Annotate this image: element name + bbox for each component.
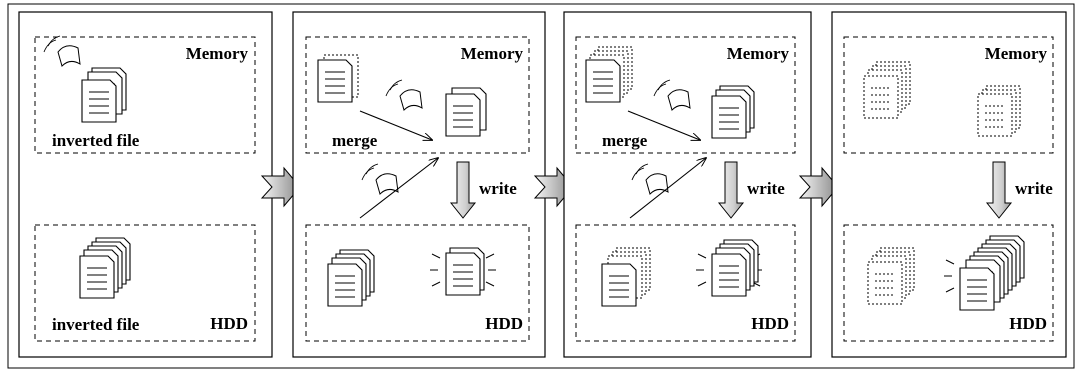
stage-1-memory-box — [34, 36, 256, 154]
stage-3-write-label: write — [747, 179, 785, 198]
document-stack-icon — [317, 54, 359, 103]
stage-4-write-label: write — [1015, 179, 1053, 198]
stage-transition-arrow — [260, 166, 301, 208]
stage-2-memory-box — [305, 36, 530, 154]
write-arrow — [717, 161, 745, 219]
stage-3-memory-label: Memory — [727, 44, 790, 63]
stage-1-hdd-label: HDD — [210, 314, 248, 333]
stage-3-panel: Memory HDD merge write — [563, 11, 812, 358]
stage-2-merge-label: merge — [332, 131, 378, 150]
stage-2-hdd-label: HDD — [485, 314, 523, 333]
document-stack-icon — [711, 85, 755, 139]
stage-2-hdd-box — [305, 224, 530, 342]
stage-transition-arrow — [798, 166, 839, 208]
stage-4-memory-label: Memory — [985, 44, 1048, 63]
document-stack-icon — [445, 87, 487, 137]
stage-3-hdd-label: HDD — [751, 314, 789, 333]
stage-2-memory-label: Memory — [461, 44, 524, 63]
document-stack-icon — [81, 67, 127, 123]
stage-4-hdd-label: HDD — [1009, 314, 1047, 333]
write-arrow — [449, 161, 477, 219]
stage-2-panel: Memory HDD merge write — [292, 11, 546, 358]
read-arrow — [359, 158, 438, 219]
merge-arrow — [627, 110, 700, 140]
stage-1-memory-caption: inverted file — [52, 131, 140, 150]
stage-4-panel: Memory HDD write — [831, 11, 1067, 358]
stage-1-hdd-caption: inverted file — [52, 315, 140, 334]
write-arrow — [985, 161, 1013, 219]
stage-3-merge-label: merge — [602, 131, 648, 150]
stage-3-memory-box — [575, 36, 796, 154]
stage-3-hdd-box — [575, 224, 796, 342]
stage-1-memory-label: Memory — [186, 44, 249, 63]
read-arrow — [629, 158, 706, 219]
stage-2-write-label: write — [479, 179, 517, 198]
ghost-document-stack-icon — [977, 85, 1021, 137]
stage-1-hdd-box — [34, 224, 256, 342]
merge-arrow — [359, 110, 432, 140]
stage-1-panel: Memory HDD inverted file inverted file — [18, 11, 273, 358]
